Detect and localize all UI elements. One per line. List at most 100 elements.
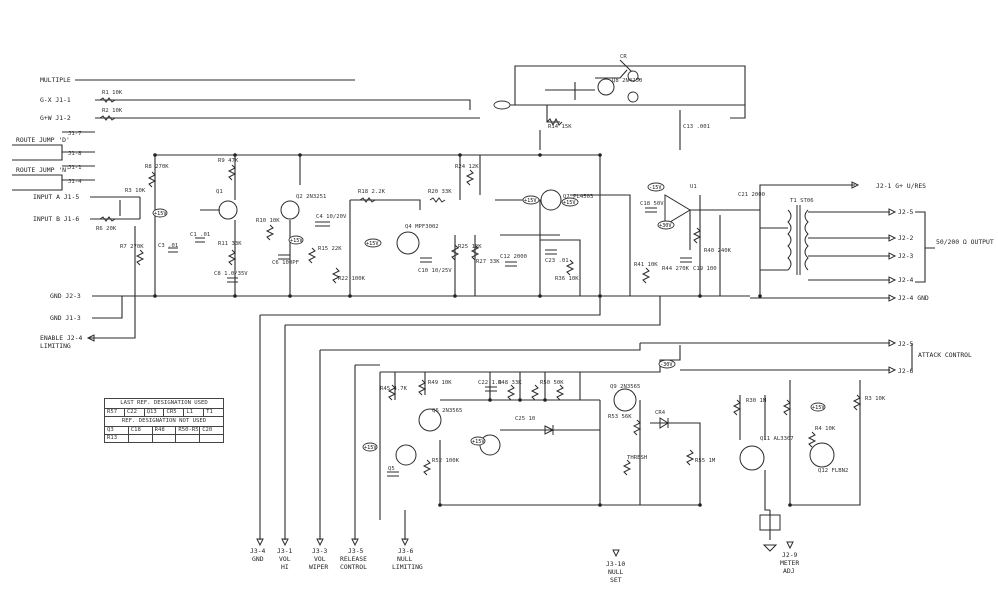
svg-text:+30V: +30V [659, 223, 672, 229]
svg-text:Q4 MPF3002: Q4 MPF3002 [405, 224, 439, 230]
bottom-terminal-j3-4: J3-4 [250, 547, 266, 555]
svg-text:R9 47K: R9 47K [218, 158, 239, 164]
svg-text:R6 20K: R6 20K [96, 226, 117, 232]
svg-text:R2 10K: R2 10K [102, 108, 123, 114]
svg-text:J1-7: J1-7 [68, 131, 81, 137]
svg-text:R15 22K: R15 22K [318, 246, 342, 252]
svg-text:C21 2000: C21 2000 [738, 192, 765, 198]
svg-text:R3 10K: R3 10K [125, 188, 146, 194]
svg-text:C4 10/20V: C4 10/20V [316, 214, 347, 220]
svg-text:Q1: Q1 [216, 189, 223, 195]
svg-text:R14 15K: R14 15K [548, 124, 572, 130]
svg-text:C1 .01: C1 .01 [190, 232, 210, 238]
svg-text:R8 270K: R8 270K [145, 164, 169, 170]
svg-text:J1-1: J1-1 [68, 165, 81, 171]
svg-text:+15V: +15V [524, 198, 537, 204]
bottom-terminal-labels: J3-4 GND J3-1 VOL HI J3-3 VOL WIPER J3-5… [250, 547, 799, 584]
svg-text:NULL: NULL [608, 568, 624, 576]
bottom-terminal-j3-5: J3-5 [348, 547, 364, 555]
svg-text:R30 1M: R30 1M [746, 398, 767, 404]
svg-text:C13 .001: C13 .001 [683, 124, 710, 130]
right-terminals: J2-1 G+ U/RES J2-5 J2-2 J2-3 J2-4 50/200… [640, 181, 994, 375]
bottom-terminal-j2-9: J2-9 [782, 551, 798, 559]
input-label-multiple: MULTIPLE [40, 76, 71, 84]
svg-text:RELEASE: RELEASE [340, 555, 367, 563]
input-label-input-a: INPUT A J1-5 [33, 193, 79, 201]
input-label-input-b: INPUT B J1-6 [33, 215, 79, 223]
svg-text:Q7 PL4503: Q7 PL4503 [563, 194, 593, 200]
bottom-terminal-j3-1: J3-1 [277, 547, 293, 555]
designation-legend: LAST REF. DESIGNATION USED R57 C22 Q13 C… [104, 398, 224, 443]
junction-dots [153, 153, 792, 507]
legend-cell: T1 [206, 409, 213, 415]
q8-label: Q8 2N4250 [612, 78, 642, 84]
top-feedback-network: Q8 2N4250 CR R14 15K C13 .001 [493, 54, 746, 150]
terminal-gnd-right: J2-4 GND [898, 294, 929, 302]
svg-text:-15V: -15V [649, 185, 662, 191]
svg-text:R18 2.2K: R18 2.2K [358, 189, 386, 195]
svg-text:C6 100PF: C6 100PF [272, 260, 300, 266]
svg-text:ADJ: ADJ [783, 567, 795, 575]
terminal-j2-6: J2-6 [898, 367, 914, 375]
svg-text:R52 100K: R52 100K [432, 458, 460, 464]
legend-row-last-used: R57 C22 Q13 CR5 L1 T1 [105, 409, 223, 417]
svg-text:VOL: VOL [279, 555, 291, 563]
legend-cell [153, 435, 177, 442]
svg-text:R20 33K: R20 33K [428, 189, 452, 195]
legend-cell: C20 [202, 427, 213, 433]
svg-text:R55 1M: R55 1M [695, 458, 716, 464]
bottom-feed-lines [256, 296, 794, 558]
svg-text:R50 50K: R50 50K [540, 380, 564, 386]
svg-text:+15V: +15V [290, 238, 303, 244]
input-label-gy: G+W J1-2 [40, 114, 71, 122]
legend-cell: Q3 [105, 427, 129, 434]
svg-text:R53 56K: R53 56K [608, 414, 632, 420]
svg-text:Q5: Q5 [388, 466, 395, 472]
input-label-limiting: LIMITING [40, 342, 71, 350]
svg-text:VOL: VOL [314, 555, 326, 563]
terminal-j2-3: J2-3 [898, 252, 914, 260]
svg-text:+15V: +15V [154, 211, 167, 217]
svg-text:+15V: +15V [366, 241, 379, 247]
svg-text:SET: SET [610, 576, 622, 584]
legend-title-last-used: LAST REF. DESIGNATION USED [105, 399, 223, 409]
input-label-enable: ENABLE J2-4 [40, 334, 82, 342]
legend-cell: C18 [129, 427, 153, 434]
legend-title-not-used: REF. DESIGNATION NOT USED [105, 417, 223, 427]
input-label-route-jump-n: ROUTE JUMP 'N' [16, 166, 70, 174]
output-impedance-label: 50/200 Ω OUTPUT [936, 238, 994, 246]
bottom-terminal-j3-6: J3-6 [398, 547, 414, 555]
svg-text:LIMITING: LIMITING [392, 563, 423, 571]
legend-cell: C22 [125, 409, 145, 416]
legend-cell: R50-R56 [178, 427, 201, 434]
bottom-terminal-j3-3: J3-3 [312, 547, 328, 555]
svg-text:R41 10K: R41 10K [634, 262, 658, 268]
svg-text:C10 10/25V: C10 10/25V [418, 268, 452, 274]
input-label-route-jump-d: ROUTE JUMP 'D' [16, 136, 70, 144]
vca-stage: R18 2.2K R20 33K Q4 MPF3002 +15V R22 100… [331, 155, 631, 296]
svg-text:R44 270K: R44 270K [662, 266, 690, 272]
svg-text:R45 4.7K: R45 4.7K [380, 386, 408, 392]
legend-cell [200, 435, 223, 442]
svg-text:Q9 2N3565: Q9 2N3565 [610, 384, 640, 390]
svg-text:R3 10K: R3 10K [865, 396, 886, 402]
svg-text:R25 12K: R25 12K [458, 244, 482, 250]
input-section: MULTIPLE G-X J1-1 G+W J1-2 R1 10K R2 10K… [12, 76, 750, 350]
svg-text:C8 1.0/35V: C8 1.0/35V [214, 271, 248, 277]
legend-cell [176, 435, 201, 442]
svg-text:+15V: +15V [364, 445, 377, 451]
svg-text:U1: U1 [690, 184, 697, 190]
svg-text:+15V: +15V [812, 405, 825, 411]
svg-text:R49 10K: R49 10K [428, 380, 452, 386]
svg-text:C3 .01: C3 .01 [158, 243, 178, 249]
legend-row-not-used: Q3 C18 R48 R50-R56 C20 [105, 427, 223, 435]
svg-text:R22 100K: R22 100K [338, 276, 366, 282]
legend-cell: L1 [184, 409, 205, 416]
svg-text:J1-8: J1-8 [68, 151, 82, 157]
legend-cell: Q13 [145, 409, 165, 416]
terminal-output-ui: J2-1 G+ U/RES [876, 182, 926, 190]
svg-text:-30V: -30V [660, 362, 673, 368]
input-label-gnd2: GND J1-3 [50, 314, 81, 322]
svg-text:R11 33K: R11 33K [218, 241, 242, 247]
